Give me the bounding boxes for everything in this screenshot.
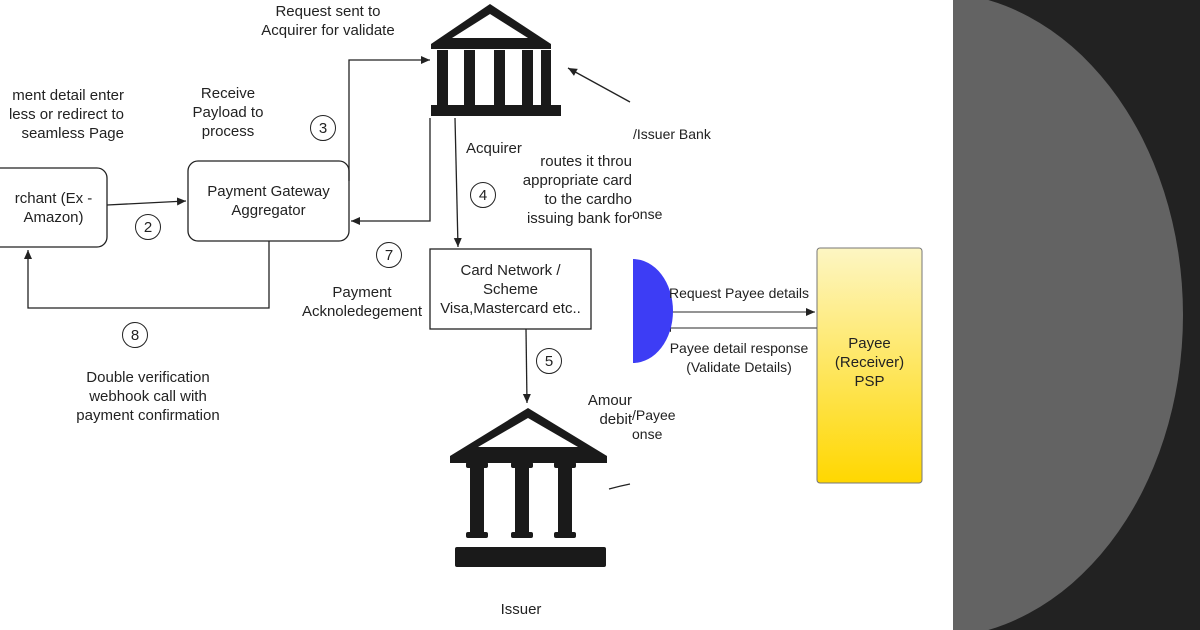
step-3-badge: 3: [310, 115, 336, 141]
label-payee-response: Payee detail response (Validate Details): [669, 340, 809, 375]
step-4-badge: 4: [470, 182, 496, 208]
arrow-acquirer-network: [453, 117, 462, 248]
issuer-connector-stub: [608, 483, 631, 490]
label-acquirer: Acquirer: [466, 140, 522, 157]
arrow-issuerbank-acquirer: [567, 67, 631, 103]
label-receive-payload: Receive Payload to process: [192, 85, 264, 140]
label-amount-debit: Amour debit: [587, 392, 632, 428]
payer-shape: [633, 259, 673, 363]
label-request-payee: Request Payee details: [668, 285, 810, 301]
label-payment-ack: Payment Acknoledegement: [301, 284, 423, 320]
label-issuer: Issuer: [500, 601, 542, 618]
step-8-badge: 8: [122, 322, 148, 348]
label-payment-detail: ment detail enter less or redirect to se…: [8, 87, 124, 142]
merchant-box: [0, 167, 108, 248]
arrow-network-issuer: [522, 328, 531, 404]
merchant-label: rchant (Ex - Amazon): [14, 189, 93, 226]
arrow-gateway-acquirer: [348, 56, 430, 181]
label-request-acquirer: Request sent to Acquirer for validate: [261, 3, 395, 39]
step-2-badge: 2: [135, 214, 161, 240]
label-onse-top: onse: [632, 206, 663, 222]
decorative-circle: [953, 0, 1183, 630]
card-network-label: Card Network / Scheme Visa,Mastercard et…: [440, 261, 581, 317]
arrow-gateway-merchant: [24, 241, 270, 309]
step-7-badge: 7: [376, 242, 402, 268]
decorative-side-panel: [953, 0, 1200, 630]
label-routes: routes it throu appropriate card to the …: [522, 153, 632, 227]
payee-psp-box: [816, 247, 923, 484]
step-5-badge: 5: [536, 348, 562, 374]
gateway-label: Payment Gateway Aggregator: [207, 183, 330, 219]
card-network-box: [429, 248, 592, 330]
arrow-acquirer-gateway: [351, 118, 431, 225]
label-issuer-bank: /Issuer Bank: [633, 126, 711, 142]
payee-psp-label: Payee (Receiver) PSP: [834, 334, 905, 390]
label-double-verification: Double verification webhook call with pa…: [76, 369, 220, 424]
label-payee-onse: /Payee onse: [632, 407, 676, 442]
arrow-merchant-gateway: [106, 197, 187, 206]
